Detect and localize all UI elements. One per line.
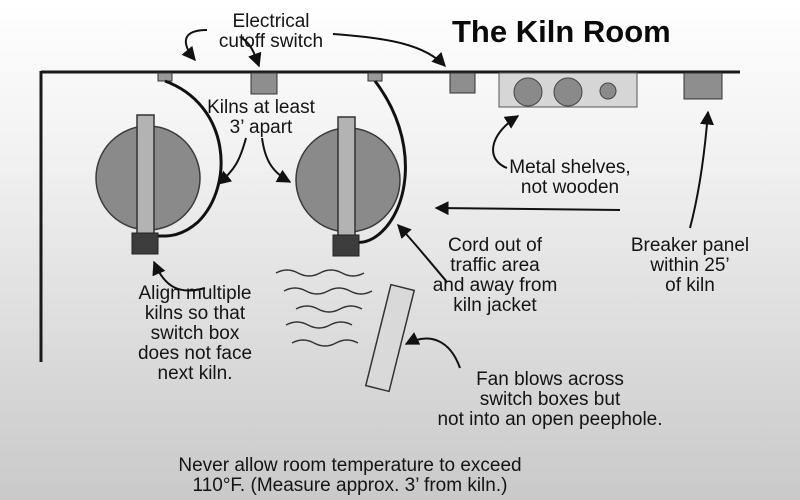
outlet-left (157, 72, 173, 82)
cord-left (157, 79, 223, 238)
label-breaker-panel: Breaker panel within 25’ of kiln (630, 235, 750, 296)
cutoff-switch-box-2 (449, 72, 476, 94)
label-align-kilns: Align multiple kilns so that switch box … (137, 283, 253, 384)
outlet-right (367, 72, 383, 82)
label-kilns-apart: Kilns at least 3’ apart (207, 97, 315, 138)
label-cutoff-switch: Electrical cutoff switch (218, 11, 324, 52)
label-metal-shelves: Metal shelves, not wooden (509, 157, 631, 198)
label-cord: Cord out of traffic area and away from k… (432, 235, 558, 316)
breaker-panel (683, 72, 723, 100)
arrows (152, 29, 714, 369)
cord-right (351, 80, 407, 244)
label-fan: Fan blows across switch boxes but not in… (437, 369, 663, 430)
diagram-title: The Kiln Room (452, 14, 671, 49)
metal-shelves (498, 72, 638, 108)
cutoff-switch-box (250, 72, 278, 95)
label-temperature: Never allow room temperature to exceed 1… (178, 455, 522, 496)
kiln-left (95, 114, 201, 255)
fan (364, 283, 416, 393)
airflow-waves (275, 269, 373, 347)
kiln-right (295, 116, 401, 257)
